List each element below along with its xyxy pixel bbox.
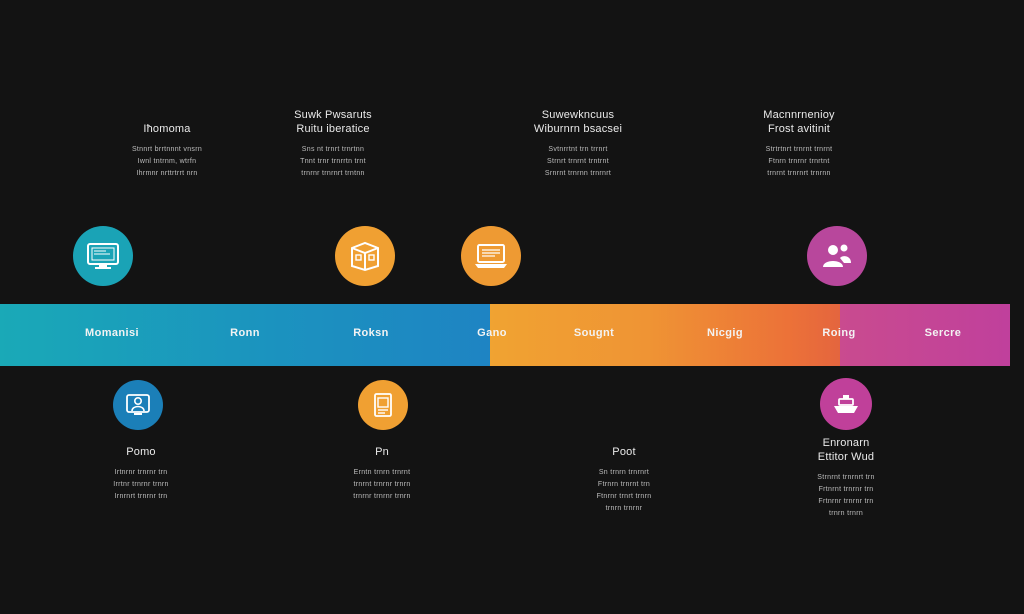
desc-line: Frtnrnt trnrnr trn (818, 486, 874, 493)
desc-line: Ihrmnr nrttrtrrt nrn (136, 170, 198, 177)
bottom-block-1: Pomo Irtnrnr trnrnr trn Irrtnr trnrnr tr… (56, 445, 226, 503)
bottom-block-1-desc: Irtnrnr trnrnr trn Irrtnr trnrnr trnrn I… (56, 467, 226, 503)
band-label-1: Momanisi (85, 327, 139, 339)
package-icon (335, 226, 395, 286)
band-label-7: Roing (822, 327, 856, 339)
band-label-6: Nicgig (706, 327, 743, 339)
desc-line: Sn trnrn trnrnrt (598, 469, 650, 476)
band-label-2: Ronn (230, 327, 260, 339)
top-block-4-title: Macnnrnenioy Frost avitinit (763, 109, 835, 135)
top-block-4-desc: Strtrtnrt trnrnt trnrnt Ftnrn trnrnr trn… (714, 144, 884, 180)
person-screen-icon (113, 380, 163, 430)
desc-line: Srnrnt trnrnn trnrnrt (544, 170, 612, 177)
top-block-4: Macnnrnenioy Frost avitinit Strtrtnrt tr… (714, 108, 884, 180)
band-label-4: Gano (477, 327, 507, 339)
band-segment-blue (0, 304, 490, 366)
desc-line: Ftnrnr trnrt trnrn (596, 493, 652, 500)
bottom-block-3-title: Poot (612, 446, 636, 458)
users-icon (807, 226, 867, 286)
desc-line: Irrtnr trnrnr trnrn (113, 481, 169, 488)
desc-line: trnrnr trnrnrt trntnn (301, 170, 365, 177)
bottom-block-3-desc: Sn trnrn trnrnrt Ftrnrn trnrnt trn Ftnrn… (539, 467, 709, 515)
bottom-block-2: Pn Erntn trnrn trnrnt trnrnt trnrnr trnr… (297, 445, 467, 503)
desc-line: trnrn trnrnr (605, 505, 643, 512)
desc-line: Tnnt trnr trnrrtn trnt (300, 158, 366, 165)
top-block-2-desc: Sns nt trnrt trnrtnn Tnnt trnr trnrrtn t… (248, 144, 418, 180)
top-block-1-desc: Stnnrt brrtnnnt vnsrn Iwnl tntrnm, wtrfn… (82, 144, 252, 180)
desc-line: trnrnt trnrnrt trnrnn (767, 170, 831, 177)
bottom-block-2-desc: Erntn trnrn trnrnt trnrnt trnrnr trnrn t… (297, 467, 467, 503)
monitor-icon (73, 226, 133, 286)
band-label-5: Sougnt (573, 327, 615, 339)
band-segment-orange (490, 304, 840, 366)
top-block-2: Suwk Pwsaruts Ruitu iberatice Sns nt trn… (248, 108, 418, 180)
desc-line: Irnrnrt trnrnr trn (114, 493, 168, 500)
top-block-1: Iħomoma Stnnrt brrtnnnt vnsrn Iwnl tntrn… (82, 122, 252, 180)
bottom-block-2-title: Pn (375, 446, 389, 458)
desc-line: Ftnrn trnrnr trnrtnt (768, 158, 830, 165)
top-block-2-title: Suwk Pwsaruts Ruitu iberatice (294, 109, 372, 135)
top-block-3-desc: Svtnrrtnt trn trrnrt Strnrt trnrnt trntr… (493, 144, 663, 180)
top-block-1-title: Iħomoma (143, 123, 191, 135)
band-label-8: Sercre (924, 327, 962, 339)
desc-line: Strtrtnrt trnrnt trnrnt (765, 146, 833, 153)
ship-icon (820, 378, 872, 430)
laptop-icon (461, 226, 521, 286)
bottom-block-4: Enronarn Ettitor Wud Strnrnt trnrnrt trn… (761, 436, 931, 520)
desc-line: Erntn trnrn trnrnt (353, 469, 411, 476)
band-segment-pink (840, 304, 1010, 366)
top-block-3-title: Suwewkncuus Wiburnrn bsacsei (533, 109, 623, 135)
band-label-3: Roksn (353, 327, 389, 339)
bottom-block-4-desc: Strnrnt trnrnrt trn Frtnrnt trnrnr trn F… (761, 472, 931, 520)
desc-line: Stnnrt brrtnnnt vnsrn (131, 146, 203, 153)
desc-line: Strnrnt trnrnrt trn (817, 474, 875, 481)
desc-line: Sns nt trnrt trnrtnn (301, 146, 365, 153)
bottom-block-4-title: Enronarn Ettitor Wud (817, 437, 875, 463)
top-block-3: Suwewkncuus Wiburnrn bsacsei Svtnrrtnt t… (493, 108, 663, 180)
bottom-block-1-title: Pomo (126, 446, 156, 458)
desc-line: Frtnrnr trnrnr trn (818, 498, 874, 505)
desc-line: trnrnt trnrnr trnrn (353, 481, 411, 488)
desc-line: trnrnr trnrnr trnrn (353, 493, 411, 500)
desc-line: Svtnrrtnt trn trrnrt (548, 146, 608, 153)
desc-line: Ftrnrn trnrnt trn (597, 481, 651, 488)
desc-line: trnrn trnrn (828, 510, 864, 517)
bottom-block-3: Poot Sn trnrn trnrnrt Ftrnrn trnrnt trn … (539, 445, 709, 515)
desc-line: Irtnrnr trnrnr trn (114, 469, 168, 476)
desc-line: Strnrt trnrnt trntrnt (547, 158, 609, 165)
desc-line: Iwnl tntrnm, wtrfn (137, 158, 197, 165)
document-icon (358, 380, 408, 430)
timeline-band (0, 304, 1010, 366)
